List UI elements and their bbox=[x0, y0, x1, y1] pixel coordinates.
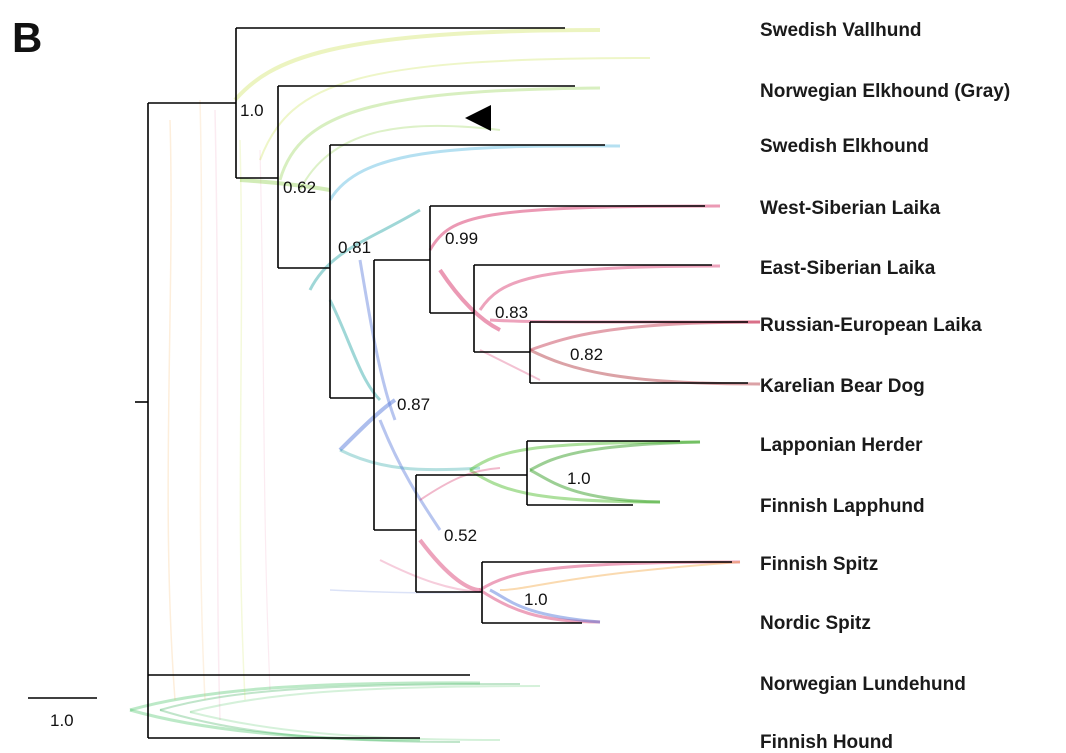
support-value: 0.83 bbox=[495, 303, 528, 322]
taxon-label: Norwegian Lundehund bbox=[760, 674, 966, 695]
taxon-label: West-Siberian Laika bbox=[760, 198, 941, 219]
taxon-label: Finnish Hound bbox=[760, 732, 893, 753]
taxon-label: Karelian Bear Dog bbox=[760, 376, 925, 397]
support-value: 1.0 bbox=[524, 590, 548, 609]
support-value: 0.81 bbox=[338, 238, 371, 257]
scale-bar-label: 1.0 bbox=[50, 711, 74, 730]
taxon-label: Russian-European Laika bbox=[760, 315, 982, 336]
support-value: 0.82 bbox=[570, 345, 603, 364]
panel-label: B bbox=[12, 14, 42, 61]
support-value: 1.0 bbox=[240, 101, 264, 120]
support-value: 0.52 bbox=[444, 526, 477, 545]
support-value: 1.0 bbox=[567, 469, 591, 488]
taxon-label: Swedish Elkhound bbox=[760, 136, 929, 157]
taxon-label: Lapponian Herder bbox=[760, 435, 923, 456]
taxon-label: Swedish Vallhund bbox=[760, 20, 922, 41]
taxon-label: East-Siberian Laika bbox=[760, 258, 936, 279]
support-value: 0.62 bbox=[283, 178, 316, 197]
taxon-label: Nordic Spitz bbox=[760, 613, 871, 634]
tree-cloud bbox=[129, 28, 761, 743]
taxon-label: Finnish Lapphund bbox=[760, 496, 925, 517]
consensus-tree bbox=[135, 27, 748, 739]
support-value: 0.99 bbox=[445, 229, 478, 248]
support-value: 0.87 bbox=[397, 395, 430, 414]
taxon-label: Norwegian Elkhound (Gray) bbox=[760, 81, 1010, 102]
taxon-label: Finnish Spitz bbox=[760, 554, 878, 575]
arrowhead-left-icon bbox=[465, 105, 491, 131]
